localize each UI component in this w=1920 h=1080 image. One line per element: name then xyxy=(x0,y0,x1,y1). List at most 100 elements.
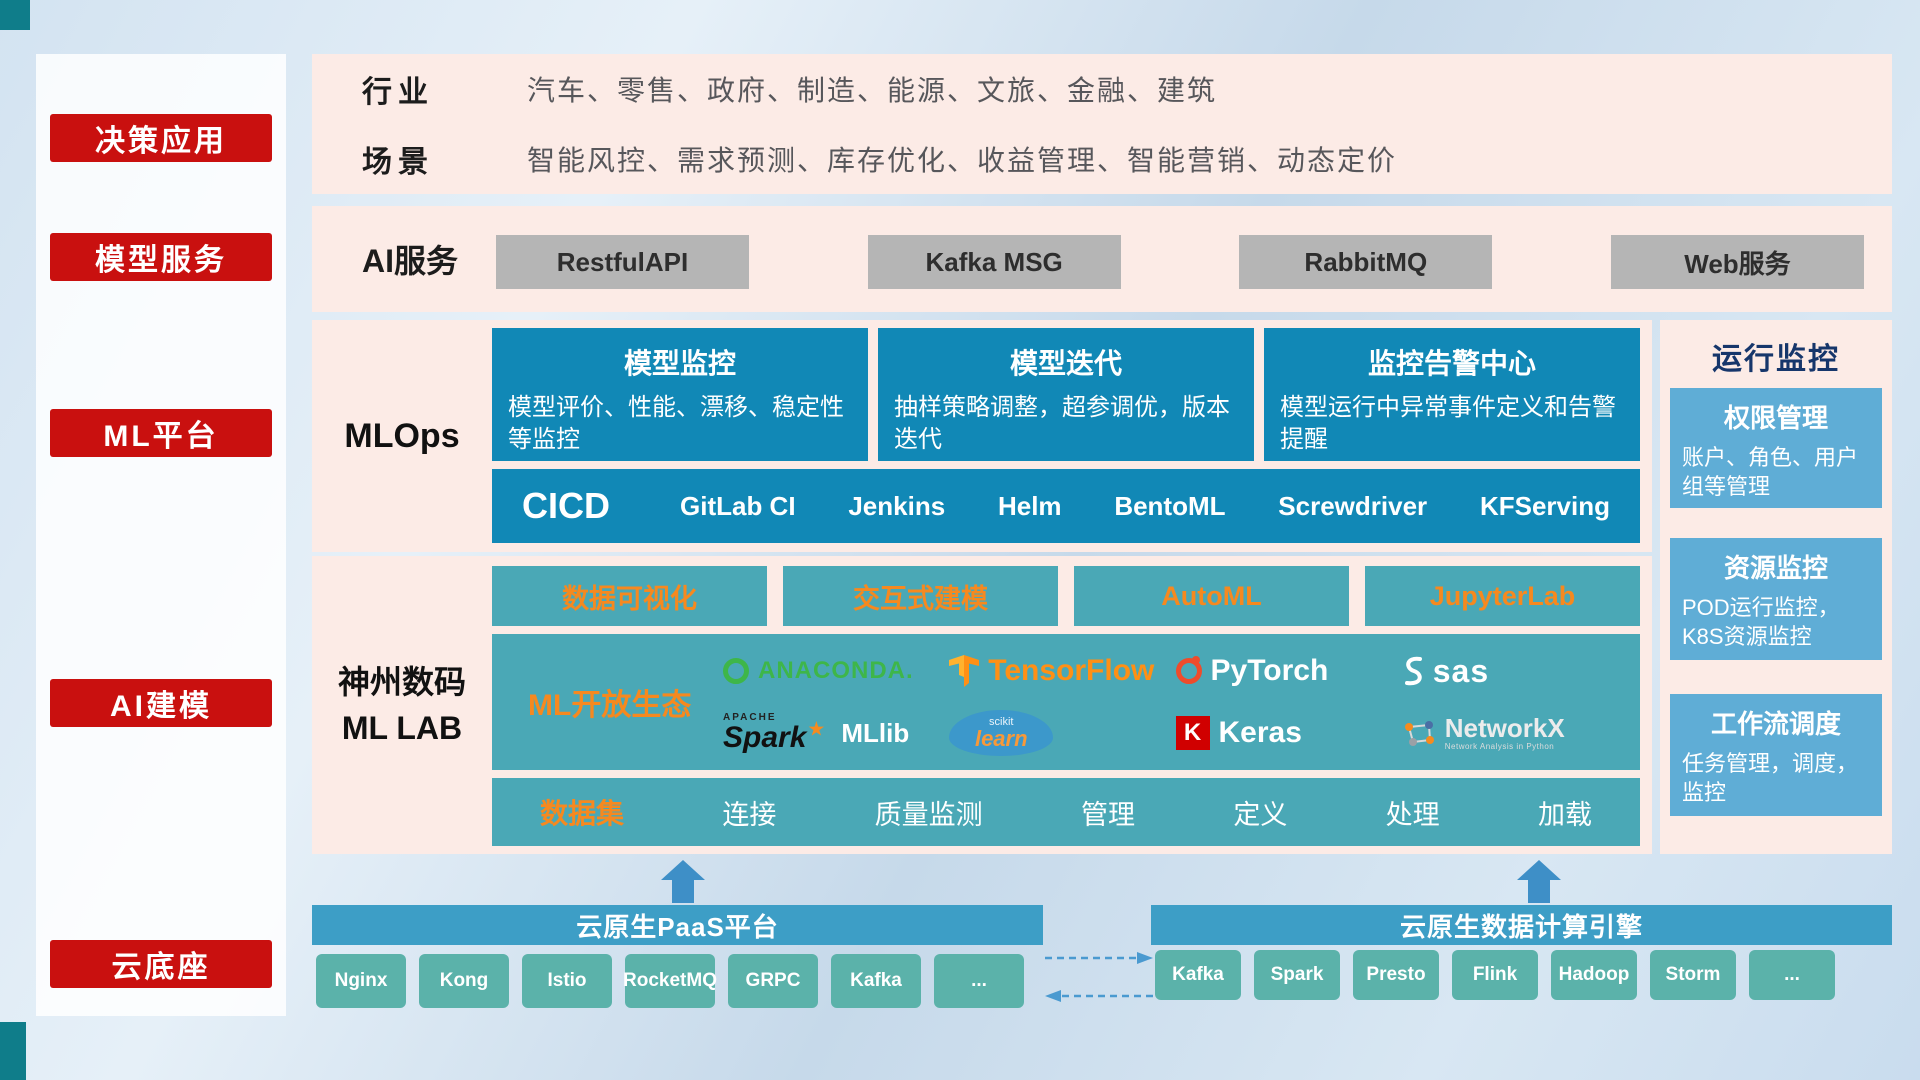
cicd-items: GitLab CI Jenkins Helm BentoML Screwdriv… xyxy=(680,491,1610,522)
workflow-scheduling-card: 工作流调度 任务管理，调度，监控 xyxy=(1670,694,1882,816)
mlops-panel: MLOps 模型监控 模型评价、性能、漂移、稳定性等监控 模型迭代 抽样策略调整… xyxy=(312,320,1652,552)
anaconda-icon xyxy=(723,658,749,684)
up-arrow-icon xyxy=(661,860,705,903)
corner-decoration-bottom xyxy=(0,1022,26,1080)
run-monitoring-title: 运行监控 xyxy=(1712,343,1840,376)
run-monitoring-panel: 运行监控 权限管理 账户、角色、用户组等管理 资源监控 POD运行监控，K8S资… xyxy=(1660,320,1892,854)
spark-mllib-logo: APACHE Spark MLlib xyxy=(723,705,949,761)
industry-value: 汽车、零售、政府、制造、能源、文旅、金融、建筑 xyxy=(527,75,1218,106)
kafka-button: Kafka xyxy=(831,954,921,1008)
networkx-subtitle: Network Analysis in Python xyxy=(1444,741,1555,751)
mlops-label: MLOps xyxy=(344,416,460,455)
card-desc: 账户、角色、用户组等管理 xyxy=(1682,445,1859,500)
learn-text: learn xyxy=(974,725,1028,751)
hadoop-button: Hadoop xyxy=(1551,950,1637,1000)
bentoml-item: BentoML xyxy=(1114,490,1226,521)
kafka-msg-button: Kafka MSG xyxy=(867,235,1121,289)
ml-ecosystem-box: ML开放生态 ANACONDA. TensorFlow PyTorch xyxy=(492,634,1640,770)
mllab-label: 神州数码 ML LAB xyxy=(312,556,492,854)
interactive-modeling-button: 交互式建模 xyxy=(783,566,1058,626)
up-arrow-icon xyxy=(1517,860,1561,903)
resource-monitoring-card: 资源监控 POD运行监控，K8S资源监控 xyxy=(1670,538,1882,660)
scikit-learn-logo: scikit learn xyxy=(949,705,1175,761)
data-visualization-button: 数据可视化 xyxy=(492,566,767,626)
spark-text: Spark xyxy=(723,721,807,754)
storm-button: Storm xyxy=(1650,950,1736,1000)
data-engine-header: 云原生数据计算引擎 xyxy=(1151,905,1892,945)
keras-logo: K Keras xyxy=(1175,705,1402,761)
spark-engine-button: Spark xyxy=(1254,950,1340,1000)
card-desc: 抽样策略调整，超参调优，版本迭代 xyxy=(894,394,1230,454)
mllab-panel: 神州数码 ML LAB 数据可视化 交互式建模 AutoML JupyterLa… xyxy=(312,556,1652,854)
sidebar xyxy=(36,54,286,1016)
kong-button: Kong xyxy=(419,954,509,1008)
flink-button: Flink xyxy=(1452,950,1538,1000)
mllab-label-line1: 神州数码 xyxy=(337,663,466,700)
corner-decoration-top xyxy=(0,0,30,30)
anaconda-logo: ANACONDA. xyxy=(723,643,949,699)
model-iteration-card: 模型迭代 抽样策略调整，超参调优，版本迭代 xyxy=(878,328,1254,461)
dataset-quality: 质量监测 xyxy=(874,799,983,830)
more-engine-button: ... xyxy=(1749,950,1835,1000)
sas-icon xyxy=(1404,656,1422,686)
dashed-exchange-arrows-icon xyxy=(1045,952,1153,1002)
card-title: 模型监控 xyxy=(623,348,736,379)
grpc-button: GRPC xyxy=(728,954,818,1008)
rabbitmq-button: RabbitMQ xyxy=(1239,235,1493,289)
card-desc: 模型运行中异常事件定义和告警提醒 xyxy=(1280,394,1616,454)
mllab-tools-row: 数据可视化 交互式建模 AutoML JupyterLab xyxy=(492,566,1640,626)
ai-service-label: AI服务 xyxy=(362,243,459,279)
screwdriver-item: Screwdriver xyxy=(1278,490,1428,521)
permission-management-card: 权限管理 账户、角色、用户组等管理 xyxy=(1670,388,1882,508)
ecosystem-label: ML开放生态 xyxy=(528,689,692,722)
pytorch-icon xyxy=(1175,656,1202,684)
gitlab-ci-item: GitLab CI xyxy=(680,490,796,521)
dataset-process: 处理 xyxy=(1385,799,1440,830)
sidebar-item-ai-modeling: AI建模 xyxy=(50,679,272,727)
industry-label: 行业 xyxy=(362,76,434,109)
web-service-button: Web服务 xyxy=(1610,235,1864,289)
card-desc: POD运行监控，K8S资源监控 xyxy=(1682,595,1840,650)
mlops-cards: 模型监控 模型评价、性能、漂移、稳定性等监控 模型迭代 抽样策略调整，超参调优，… xyxy=(492,328,1640,461)
dataset-connect: 连接 xyxy=(722,799,777,830)
card-title: 资源监控 xyxy=(1723,553,1828,583)
sidebar-item-ml-platform: ML平台 xyxy=(50,409,272,457)
jenkins-item: Jenkins xyxy=(848,490,946,521)
tensorflow-text: TensorFlow xyxy=(988,654,1155,687)
scene-row: 场景 智能风控、需求预测、库存优化、收益管理、智能营销、动态定价 xyxy=(312,124,1892,194)
industry-panel: 行业 汽车、零售、政府、制造、能源、文旅、金融、建筑 场景 智能风控、需求预测、… xyxy=(312,54,1892,194)
tensorflow-logo: TensorFlow xyxy=(949,643,1175,699)
cicd-bar: CICD GitLab CI Jenkins Helm BentoML Scre… xyxy=(492,469,1640,543)
nginx-button: Nginx xyxy=(316,954,406,1008)
sidebar-item-decision-apps: 决策应用 xyxy=(50,114,272,162)
restfulapi-button: RestfulAPI xyxy=(496,235,749,289)
anaconda-text: ANACONDA. xyxy=(758,657,914,684)
card-title: 监控告警中心 xyxy=(1367,348,1536,379)
pytorch-logo: PyTorch xyxy=(1175,643,1402,699)
keras-text: Keras xyxy=(1218,716,1302,749)
mllab-label-line2: ML LAB xyxy=(341,710,463,746)
model-monitoring-card: 模型监控 模型评价、性能、漂移、稳定性等监控 xyxy=(492,328,868,461)
paas-platform-header: 云原生PaaS平台 xyxy=(312,905,1043,945)
ai-service-buttons: RestfulAPI Kafka MSG RabbitMQ Web服务 xyxy=(496,235,1864,289)
card-desc: 任务管理，调度，监控 xyxy=(1682,751,1859,806)
sas-text: sas xyxy=(1432,652,1490,689)
helm-item: Helm xyxy=(997,490,1062,521)
dataset-define: 定义 xyxy=(1233,799,1288,830)
paas-items: Nginx Kong Istio RocketMQ GRPC Kafka ... xyxy=(316,954,1024,1008)
dataset-load: 加载 xyxy=(1537,799,1592,830)
engine-items: Kafka Spark Presto Flink Hadoop Storm ..… xyxy=(1155,950,1835,1000)
alert-center-card: 监控告警中心 模型运行中异常事件定义和告警提醒 xyxy=(1264,328,1640,461)
card-desc: 模型评价、性能、漂移、稳定性等监控 xyxy=(508,394,844,454)
ai-service-panel: AI服务 RestfulAPI Kafka MSG RabbitMQ Web服务 xyxy=(312,206,1892,312)
networkx-logo: NetworkX Network Analysis in Python xyxy=(1402,705,1628,761)
scikit-text: scikit xyxy=(989,715,1014,728)
sas-logo: sas xyxy=(1402,643,1628,699)
spark-star-icon xyxy=(808,721,825,736)
sidebar-item-model-services: 模型服务 xyxy=(50,233,272,281)
dataset-manage: 管理 xyxy=(1081,799,1135,830)
kfserving-item: KFServing xyxy=(1479,490,1610,521)
cicd-label: CICD xyxy=(522,485,610,526)
istio-button: Istio xyxy=(522,954,612,1008)
